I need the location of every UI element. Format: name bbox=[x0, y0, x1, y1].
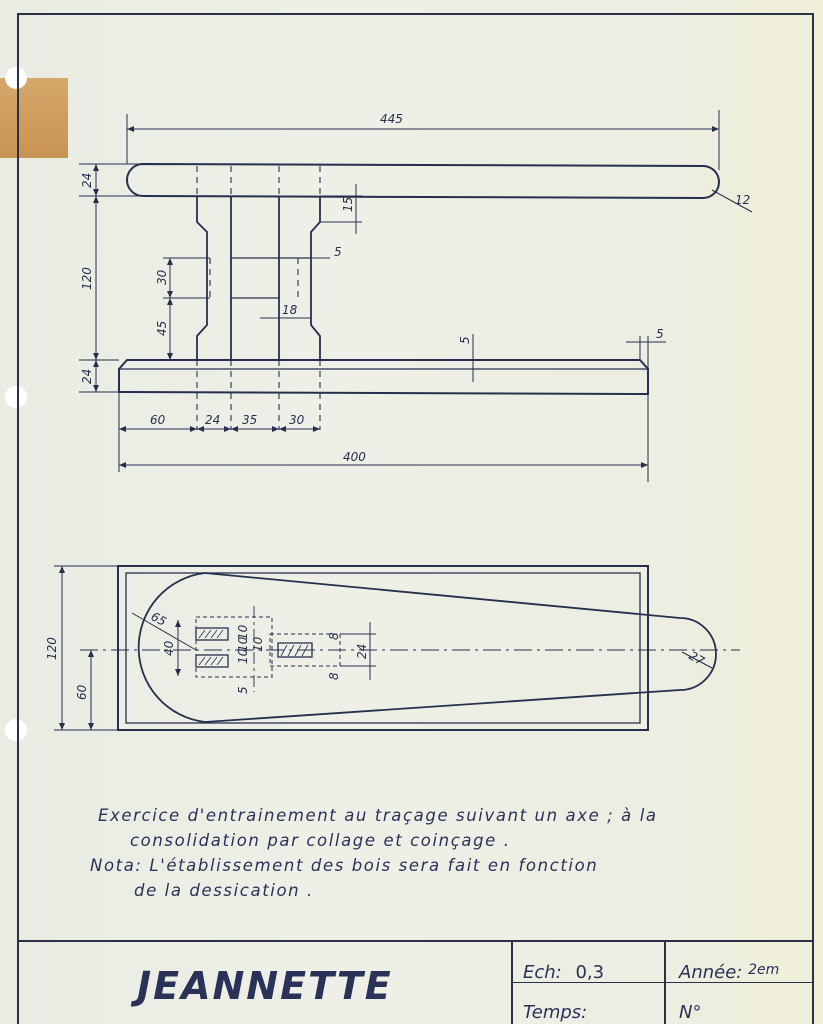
drawing-title: JEANNETTE bbox=[137, 964, 393, 1008]
dim-bottom-5: 5 bbox=[458, 336, 472, 344]
dim-10a: 10 bbox=[236, 624, 250, 640]
dim-400: 400 bbox=[343, 450, 366, 464]
dim-445: 445 bbox=[380, 112, 403, 126]
dim-end-5: 5 bbox=[656, 327, 664, 341]
dim-35: 35 bbox=[242, 413, 257, 427]
dim-60: 60 bbox=[150, 413, 166, 427]
dim-bottom-24: 24 bbox=[80, 369, 94, 384]
dim-tenon-5: 5 bbox=[334, 245, 342, 259]
dim-plan-60: 60 bbox=[75, 684, 89, 700]
dim-radius-12: 12 bbox=[735, 193, 750, 207]
top-bar bbox=[126, 162, 720, 200]
title-block: JEANNETTE Ech: 0,3 Année: 2em Temps: N° bbox=[17, 940, 814, 1024]
dim-24: 24 bbox=[205, 413, 220, 427]
elevation-view: 445 12 24 120 24 30 45 15 5 18 5 bbox=[79, 110, 753, 482]
plan-paddle bbox=[137, 572, 717, 723]
dim-15: 15 bbox=[341, 197, 355, 212]
bottom-bar bbox=[118, 359, 649, 396]
instruction-note: Exercice d'entrainement au traçage suiva… bbox=[90, 803, 780, 903]
scale-value: 0,3 bbox=[575, 962, 605, 983]
dim-65: 65 bbox=[149, 609, 169, 629]
upright-right-outer bbox=[310, 196, 321, 360]
dim-10b: 10 bbox=[236, 636, 250, 652]
plan-base-inner bbox=[125, 572, 641, 724]
year-field: Année: 2em bbox=[679, 962, 779, 983]
dim-8a: 8 bbox=[327, 632, 341, 640]
number-label: N° bbox=[679, 1002, 702, 1023]
tape-strip bbox=[0, 78, 68, 158]
scale-field: Ech: 0,3 bbox=[523, 962, 604, 983]
binder-hole-middle bbox=[5, 386, 27, 408]
dim-base-30: 30 bbox=[289, 413, 305, 427]
plan-view: 65 40 10 10 10 10 5 8 24 8 27 120 60 bbox=[45, 565, 740, 731]
dim-40: 40 bbox=[162, 640, 176, 656]
scale-label: Ech: bbox=[523, 962, 562, 983]
dim-plan-5: 5 bbox=[236, 686, 250, 694]
note-line-3: Nota: L'établissement des bois sera fait… bbox=[90, 856, 599, 875]
dim-10c: 10 bbox=[236, 648, 250, 664]
dim-120: 120 bbox=[80, 267, 94, 290]
dim-top-24: 24 bbox=[80, 173, 94, 188]
dim-30: 30 bbox=[155, 269, 169, 285]
dim-plan-120: 120 bbox=[45, 637, 59, 660]
dim-plan-24: 24 bbox=[355, 644, 369, 659]
dim-18: 18 bbox=[282, 303, 298, 317]
plan-base-outer bbox=[117, 565, 649, 731]
upright-left-outer bbox=[196, 196, 208, 360]
year-value: 2em bbox=[748, 962, 780, 978]
binder-hole-top bbox=[5, 67, 27, 89]
dim-27: 27 bbox=[687, 648, 708, 668]
year-label: Année: bbox=[679, 962, 743, 983]
note-line-2: consolidation par collage et coinçage . bbox=[130, 831, 511, 850]
binder-hole-bottom bbox=[5, 719, 27, 741]
hidden-lines bbox=[196, 166, 321, 430]
dim-8b: 8 bbox=[327, 672, 341, 680]
drawing-frame bbox=[17, 13, 814, 1024]
dim-45: 45 bbox=[155, 321, 169, 336]
dim-10d: 10 bbox=[251, 636, 265, 652]
note-line-4: de la dessication . bbox=[134, 881, 314, 900]
time-label: Temps: bbox=[523, 1002, 588, 1023]
note-line-1: Exercice d'entrainement au traçage suiva… bbox=[98, 806, 658, 825]
